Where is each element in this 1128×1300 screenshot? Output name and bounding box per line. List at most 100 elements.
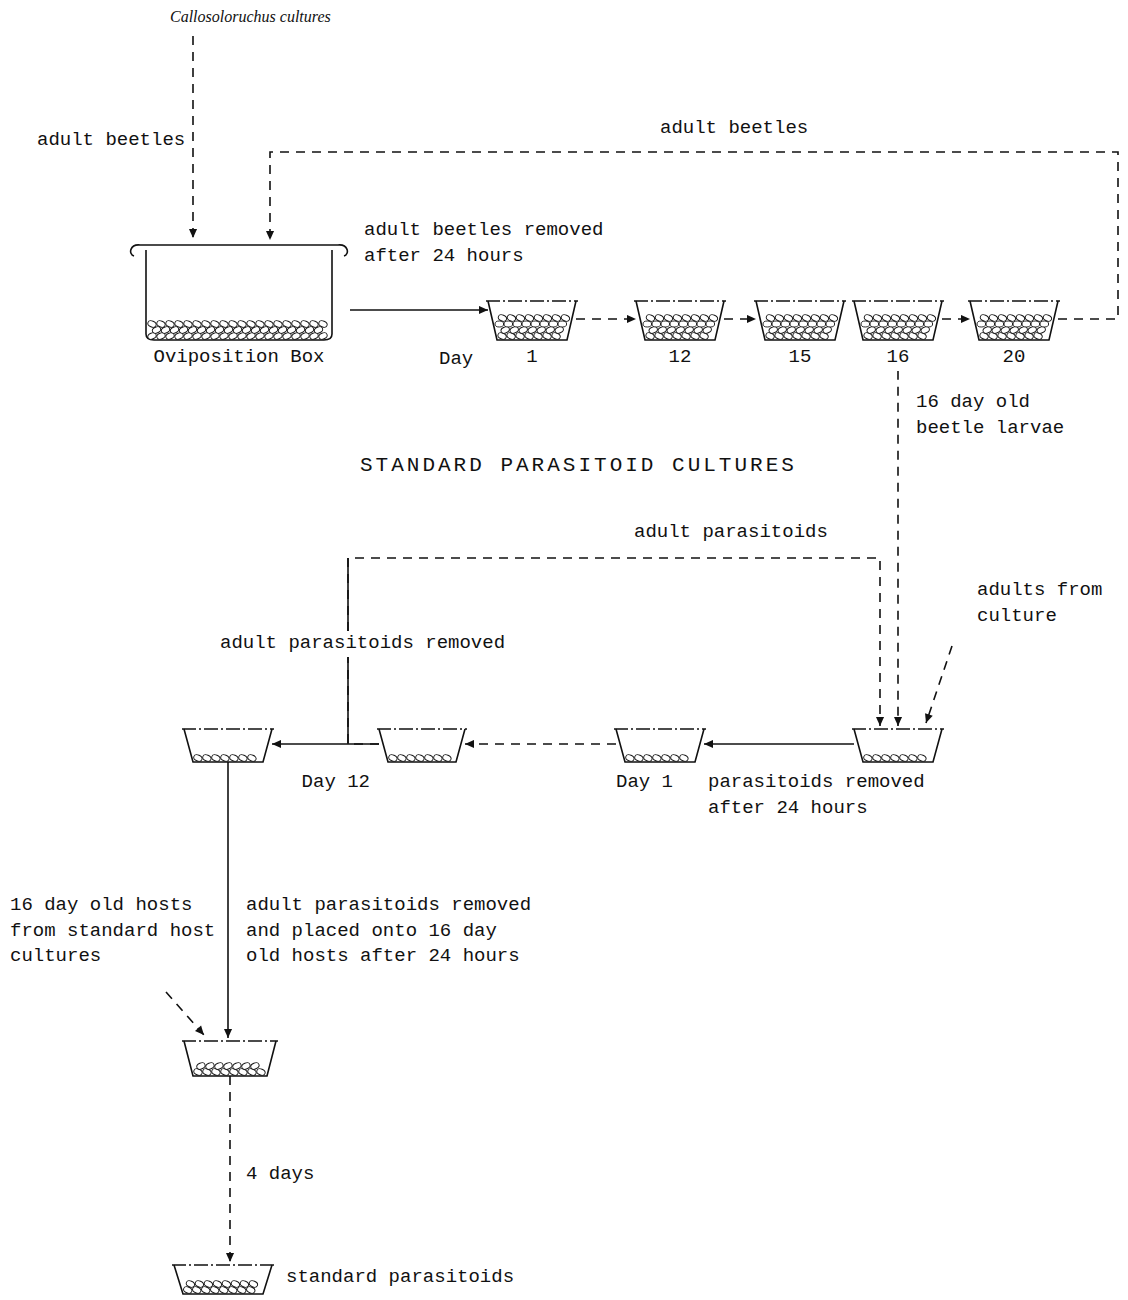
seed (183, 320, 193, 329)
seed (879, 321, 888, 327)
culture-dish: 12 (636, 298, 724, 371)
dish-caption: 1 (524, 345, 539, 371)
seed (433, 754, 443, 763)
oviposition-box: Oviposition Box (128, 240, 350, 371)
seed (810, 314, 820, 323)
seed (256, 1068, 266, 1077)
seed (192, 320, 202, 329)
dish-wall (379, 729, 465, 762)
dish-caption: Day 12 (300, 770, 372, 796)
seed (442, 754, 452, 763)
culture-feed-arrow (192, 36, 194, 238)
dish-caption: standard parasitoids (284, 1265, 516, 1291)
seed (241, 1062, 251, 1071)
dashed-arrow (576, 318, 636, 320)
seed (863, 314, 873, 323)
seed (212, 1280, 222, 1289)
dish-wall (854, 729, 942, 762)
seed (415, 754, 425, 763)
seed (872, 754, 882, 763)
dish-wall (488, 301, 576, 340)
seed (661, 754, 671, 763)
arrow-label: adult beetles removed after 24 hours (362, 218, 624, 269)
seed (156, 320, 166, 329)
seed (531, 321, 540, 327)
seed (1006, 314, 1016, 323)
dish-cover (754, 300, 846, 301)
seed (670, 754, 680, 763)
dashed-arrow (229, 1076, 231, 1262)
label-slot: adult beetles (35, 128, 187, 154)
seed (1040, 321, 1049, 327)
seed (681, 314, 691, 323)
dish-wall (854, 301, 942, 340)
dish-drawing (616, 726, 704, 762)
label-slot: 16 day old hosts from standard host cult… (8, 893, 222, 970)
seed (899, 754, 909, 763)
culture-dish (184, 1038, 276, 1076)
pot-rim (131, 245, 348, 256)
seed (238, 754, 248, 763)
seed (663, 314, 673, 323)
dish-wall (184, 1041, 276, 1076)
dish-drawing (379, 726, 465, 762)
dish-cover (614, 728, 706, 729)
dashed-arrow (465, 743, 616, 745)
dish-caption: 12 (667, 345, 694, 371)
seed (194, 1280, 204, 1289)
seed (533, 314, 543, 323)
culture-dish (184, 726, 272, 762)
seed (817, 321, 826, 327)
label-slot: adult beetles removed after 24 hours (362, 218, 624, 269)
label-slot: parasitoids removed after 24 hours (706, 770, 932, 821)
pot-body (146, 250, 332, 340)
seed (1042, 314, 1052, 323)
seed (915, 321, 924, 327)
culture-dish: standard parasitoids (174, 1262, 272, 1294)
dish-drawing (756, 298, 844, 340)
seed (239, 1280, 249, 1289)
seed (654, 314, 664, 323)
seed (661, 321, 670, 327)
seed (688, 321, 697, 327)
note-label: adult parasitoids removed (218, 631, 507, 657)
seed (1033, 314, 1043, 323)
seed (388, 754, 398, 763)
label-slot: adults from culture (975, 578, 1115, 629)
note-label: 16 day old hosts from standard host cult… (8, 893, 222, 970)
seed (870, 321, 879, 327)
seed (1022, 321, 1031, 327)
seed (690, 314, 700, 323)
dish-drawing (174, 1262, 272, 1294)
arrow-label: adult parasitoids (632, 520, 830, 546)
seed (699, 314, 709, 323)
seed (774, 314, 784, 323)
seed (495, 321, 504, 327)
seed (863, 754, 873, 763)
label-slot: adult parasitoids removed (218, 631, 507, 657)
seed (232, 1062, 242, 1071)
seed (1004, 321, 1013, 327)
dish-caption: 15 (787, 345, 814, 371)
seed (826, 321, 835, 327)
seed (783, 314, 793, 323)
seed (542, 314, 552, 323)
seed (406, 754, 416, 763)
dish-cover (486, 300, 578, 301)
seed (1024, 314, 1034, 323)
dish-drawing (184, 726, 272, 762)
seed (202, 754, 212, 763)
caption-slot: 16 (854, 340, 942, 371)
seed (549, 321, 558, 327)
seed (670, 321, 679, 327)
seed (908, 314, 918, 323)
seed (558, 321, 567, 327)
dish-drawing (184, 1038, 276, 1076)
seed (917, 754, 927, 763)
dish-wall (636, 301, 724, 340)
seed (897, 321, 906, 327)
pot-drawing (128, 240, 350, 340)
dish-drawing (970, 298, 1058, 340)
note-label: Callosoloruchus cultures (168, 6, 333, 28)
note-label: adults from culture (975, 578, 1115, 629)
